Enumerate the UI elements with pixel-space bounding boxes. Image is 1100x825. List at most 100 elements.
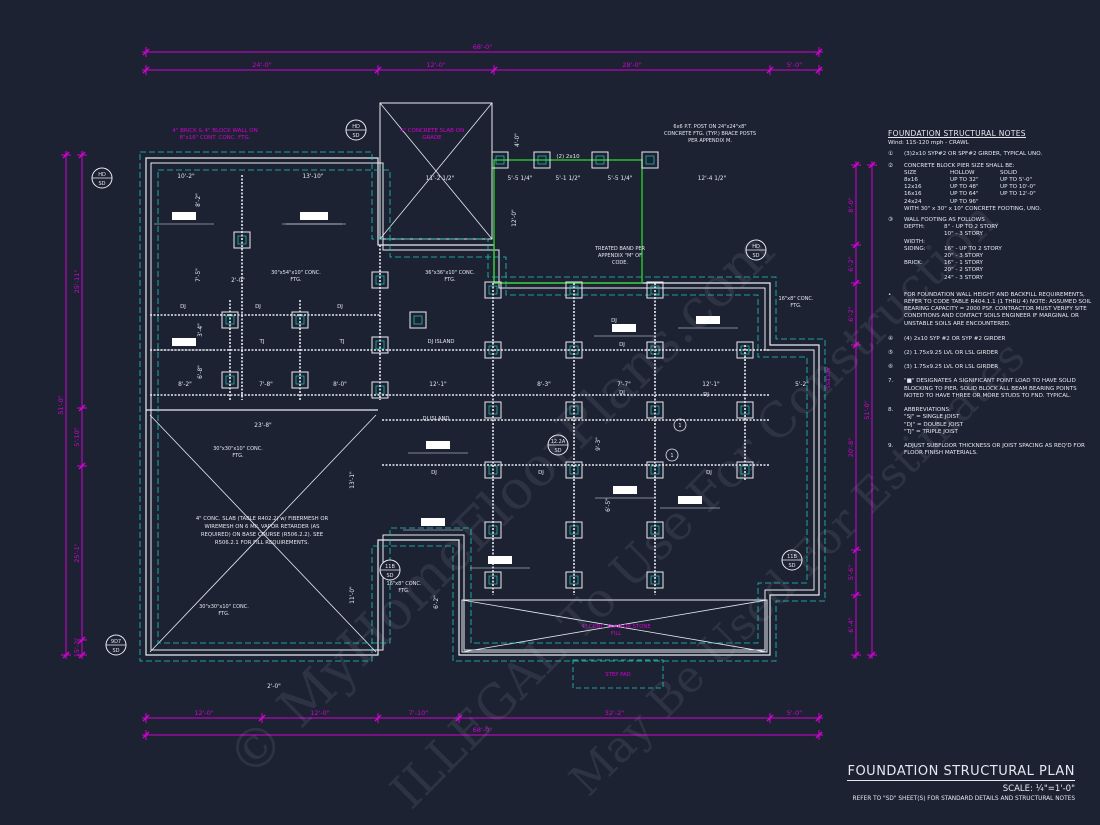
section-tag-bottom: SD (352, 133, 359, 139)
interior-dim: 8'-2" (178, 382, 192, 388)
dim-label: 24'-0" (252, 61, 272, 69)
detail-mark-number: 1 (678, 423, 681, 429)
dim-tick (852, 591, 860, 599)
beam-marker (488, 556, 512, 564)
wind-note: Wind: 115-120 mph - CRAWL (888, 140, 969, 147)
pier-footing (413, 315, 423, 325)
callout-ftg-30x30-b: 30"x30"x10" CONC. (199, 604, 249, 610)
section-tag-top: 12.2A (551, 439, 566, 445)
dim-label: 3'-2" (71, 0, 86, 2)
dim-tick (142, 48, 150, 56)
section-tag-top: 9D7 (111, 639, 121, 645)
dim-label: 15'-2" (73, 638, 81, 658)
interior-dim: 9'-3" (596, 437, 602, 451)
dim-tick (815, 731, 823, 739)
interior-dim: 12'-1" (429, 382, 447, 388)
abbr-tj: "TJ" = TRIPLE JOIST (904, 428, 958, 435)
dim-tick (142, 714, 150, 722)
dim-tick (374, 714, 382, 722)
section-tag-bottom: SD (112, 648, 119, 654)
callout-slab-note: WIREMESH ON 6 MIL VAPOR RETARDER (AS (204, 524, 320, 530)
interior-dim: 5'-5 1/4" (508, 176, 533, 182)
footing-width: WIDTH: (904, 238, 925, 245)
interior-dim: 11'-0" (350, 586, 356, 604)
beam-marker (696, 316, 720, 324)
dim-tick (258, 714, 266, 722)
joist-label: DJ (619, 390, 625, 396)
garage-slab-x (149, 414, 377, 653)
section-tag-top: HD (98, 172, 106, 178)
dim-label: 28'-0" (622, 61, 642, 69)
interior-dim: 5'-5 1/4" (608, 176, 633, 182)
dim-tick (78, 462, 86, 470)
sheet-reference: REFER TO "SD" SHEET(S) FOR STANDARD DETA… (852, 796, 1075, 802)
callout-post: CONCRETE FTG. (TYP.) BRACE POSTS (664, 131, 756, 137)
dim-label: 25'-1" (73, 543, 81, 563)
slab-x (379, 102, 493, 240)
interior-dim: 13'-1" (350, 471, 356, 489)
dim-tick (766, 714, 774, 722)
callout-slab-note: REQUIRED) ON BASE COURSE (R506.2.2). SEE (201, 532, 324, 538)
step-pad (572, 659, 664, 689)
pier-footing (495, 155, 505, 165)
dim-tick (868, 161, 876, 169)
dim-tick (455, 714, 463, 722)
callout-ftg-30x30-a: FTG. (232, 453, 244, 459)
beam-marker (612, 324, 636, 332)
abbr-dj: "DJ" = DOUBLE JOIST (904, 421, 964, 428)
plan-annotations: 68'-0"24'-0"12'-0"28'-0"5'-0"12'-0"12'-0… (57, 0, 871, 734)
dim-tick (868, 651, 876, 659)
pier (409, 311, 427, 329)
interior-dim: 11'-2 1/2" (426, 176, 455, 182)
joist-label: DJ (611, 318, 617, 324)
dim-tick (62, 651, 70, 659)
detail-mark-number: 1 (670, 453, 673, 459)
callout-girder: (2) 2x10 (556, 154, 580, 160)
callout-access: ACCESS (824, 367, 830, 389)
pier-footing (645, 155, 655, 165)
beam-marker (613, 486, 637, 494)
pier (491, 151, 509, 169)
dim-tick (852, 546, 860, 554)
callout-ftg-36x36: 36"x36"x10" CONC. (425, 270, 475, 276)
dim-label: 5'-0" (787, 709, 802, 717)
joist-label: DJ (255, 304, 261, 310)
interior-dim: 10'-2" (177, 174, 195, 180)
section-tag-bottom: SD (386, 573, 393, 579)
foundation-walls (145, 102, 820, 656)
callout-ftg-30x54: FTG. (290, 277, 302, 283)
note-4: ④(4) 2x10 SYP #2 OR SYP #2 GIRDER (888, 335, 1006, 342)
callout-slab-grade: GRADE (422, 135, 442, 141)
callout-stoop: FILL (611, 631, 622, 637)
callout-ftg-16x8-right: 16"x8" CONC. (779, 296, 814, 302)
dim-label: 7'-10" (409, 709, 429, 717)
interior-dim: 6'-5" (606, 498, 612, 512)
interior-dim: 2'-0" (231, 278, 245, 284)
dim-tick (62, 151, 70, 159)
callout-post: 6x6 P.T. POST ON 24"x24"x8" (673, 124, 746, 130)
detail-mark (665, 448, 679, 462)
section-tag-top: 11B (787, 554, 797, 560)
dim-label: 51'-0" (863, 400, 871, 420)
pier (641, 151, 659, 169)
dim-tick (815, 714, 823, 722)
dim-label: 68'-0" (473, 43, 493, 51)
interior-dim: 8'-2" (196, 193, 202, 207)
joist-label: DJ (706, 470, 712, 476)
dim-tick (815, 66, 823, 74)
joist-label: TJ (259, 339, 265, 345)
beam-marker (172, 212, 196, 220)
dim-tick (852, 241, 860, 249)
callout-brick-wall: 4" BRICK & 4" BLOCK WALL ON (172, 128, 257, 134)
callout-slab-grade: 4" CONCRETE SLAB ON (400, 128, 464, 134)
sheet-scale: SCALE: ¼"=1'-0" (1002, 784, 1075, 794)
dim-tick (78, 651, 86, 659)
porch-frame (493, 159, 643, 284)
joist-label: DJ (619, 342, 625, 348)
